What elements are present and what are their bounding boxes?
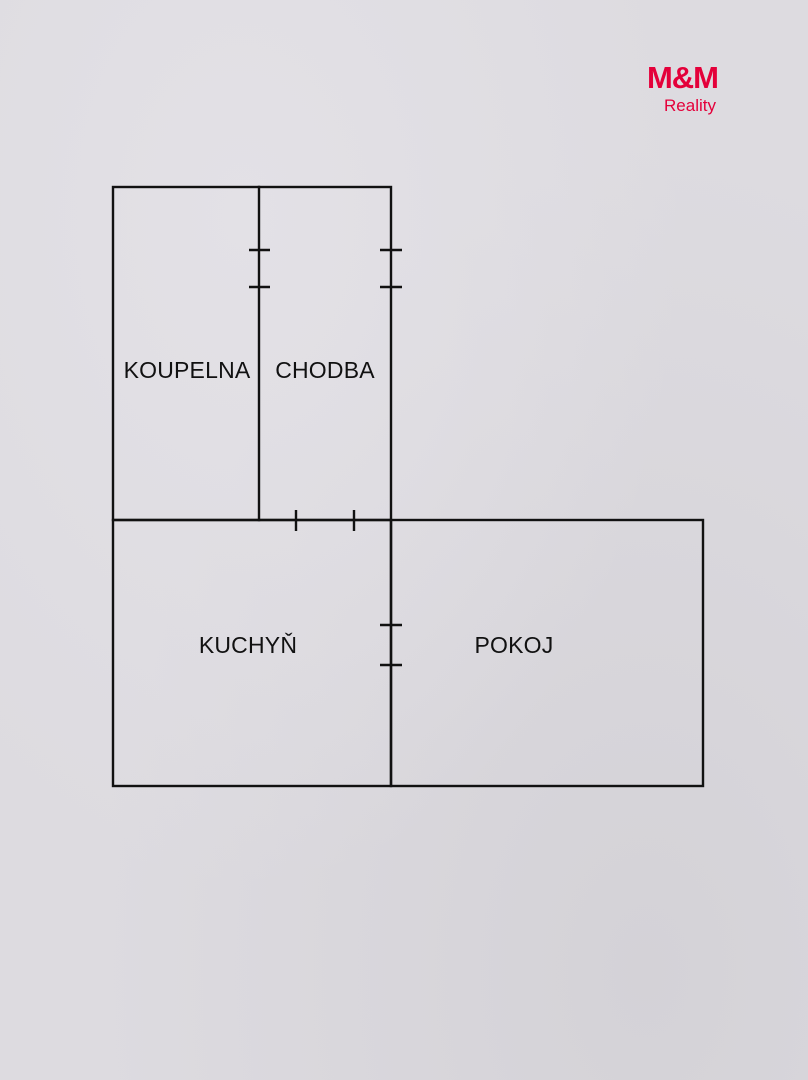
- mm-reality-logo: M&M Reality: [612, 60, 722, 120]
- room-label-pokoj: POKOJ: [475, 632, 554, 658]
- room-outline: [389, 518, 705, 788]
- upper-rooms-outline: [111, 185, 393, 522]
- room-label-koupelna: KOUPELNA: [124, 357, 251, 383]
- logo-subtitle: Reality: [664, 96, 716, 115]
- room-label-chodba: CHODBA: [275, 357, 375, 383]
- room-label-kuchyn: KUCHYŇ: [199, 632, 297, 658]
- logo-mark: M&M: [646, 60, 719, 95]
